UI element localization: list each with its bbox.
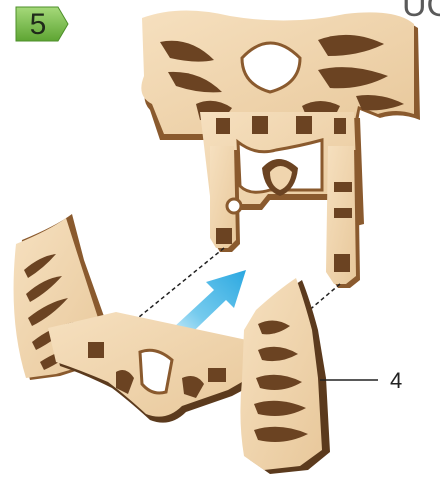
callout-label-4: 4 <box>390 368 402 394</box>
upper-stand-part <box>141 10 420 288</box>
base-stand-part <box>14 214 330 474</box>
